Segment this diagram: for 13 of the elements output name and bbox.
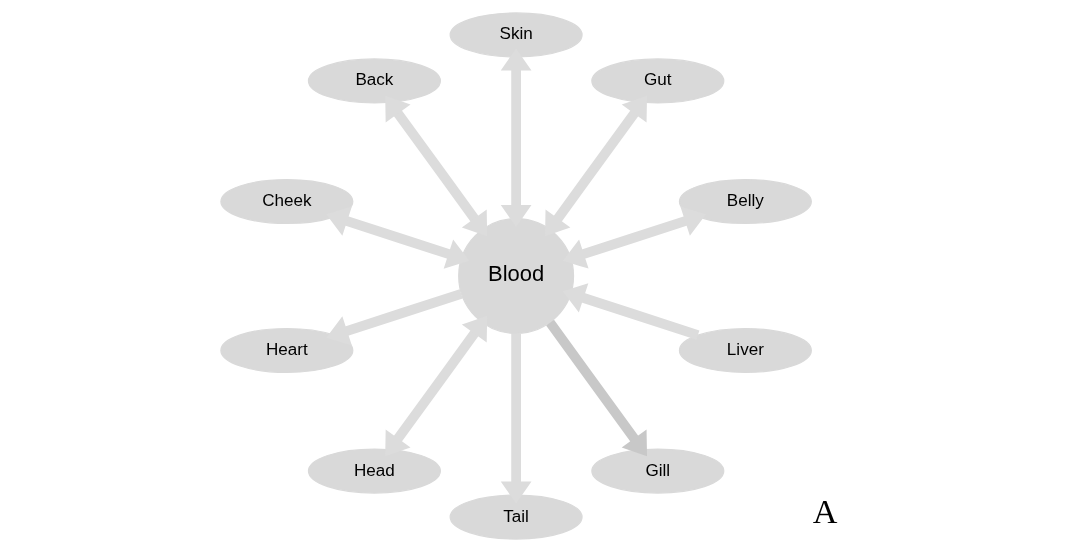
node-ellipse: Tail: [449, 494, 583, 540]
node-ellipse: Gut: [591, 58, 725, 104]
node-ellipse: Skin: [449, 12, 583, 58]
node-ellipse: Back: [307, 58, 441, 104]
node-ellipse: Belly: [678, 178, 812, 225]
node-ellipse: Head: [307, 448, 441, 494]
node-ellipse: Cheek: [220, 178, 354, 225]
node-ellipse: Gill: [591, 448, 725, 494]
label: A: [812, 492, 838, 530]
arrow: [546, 319, 648, 457]
node-ellipse: Heart: [220, 327, 354, 374]
node-circle: Blood: [458, 218, 575, 335]
node-ellipse: Liver: [678, 327, 812, 374]
